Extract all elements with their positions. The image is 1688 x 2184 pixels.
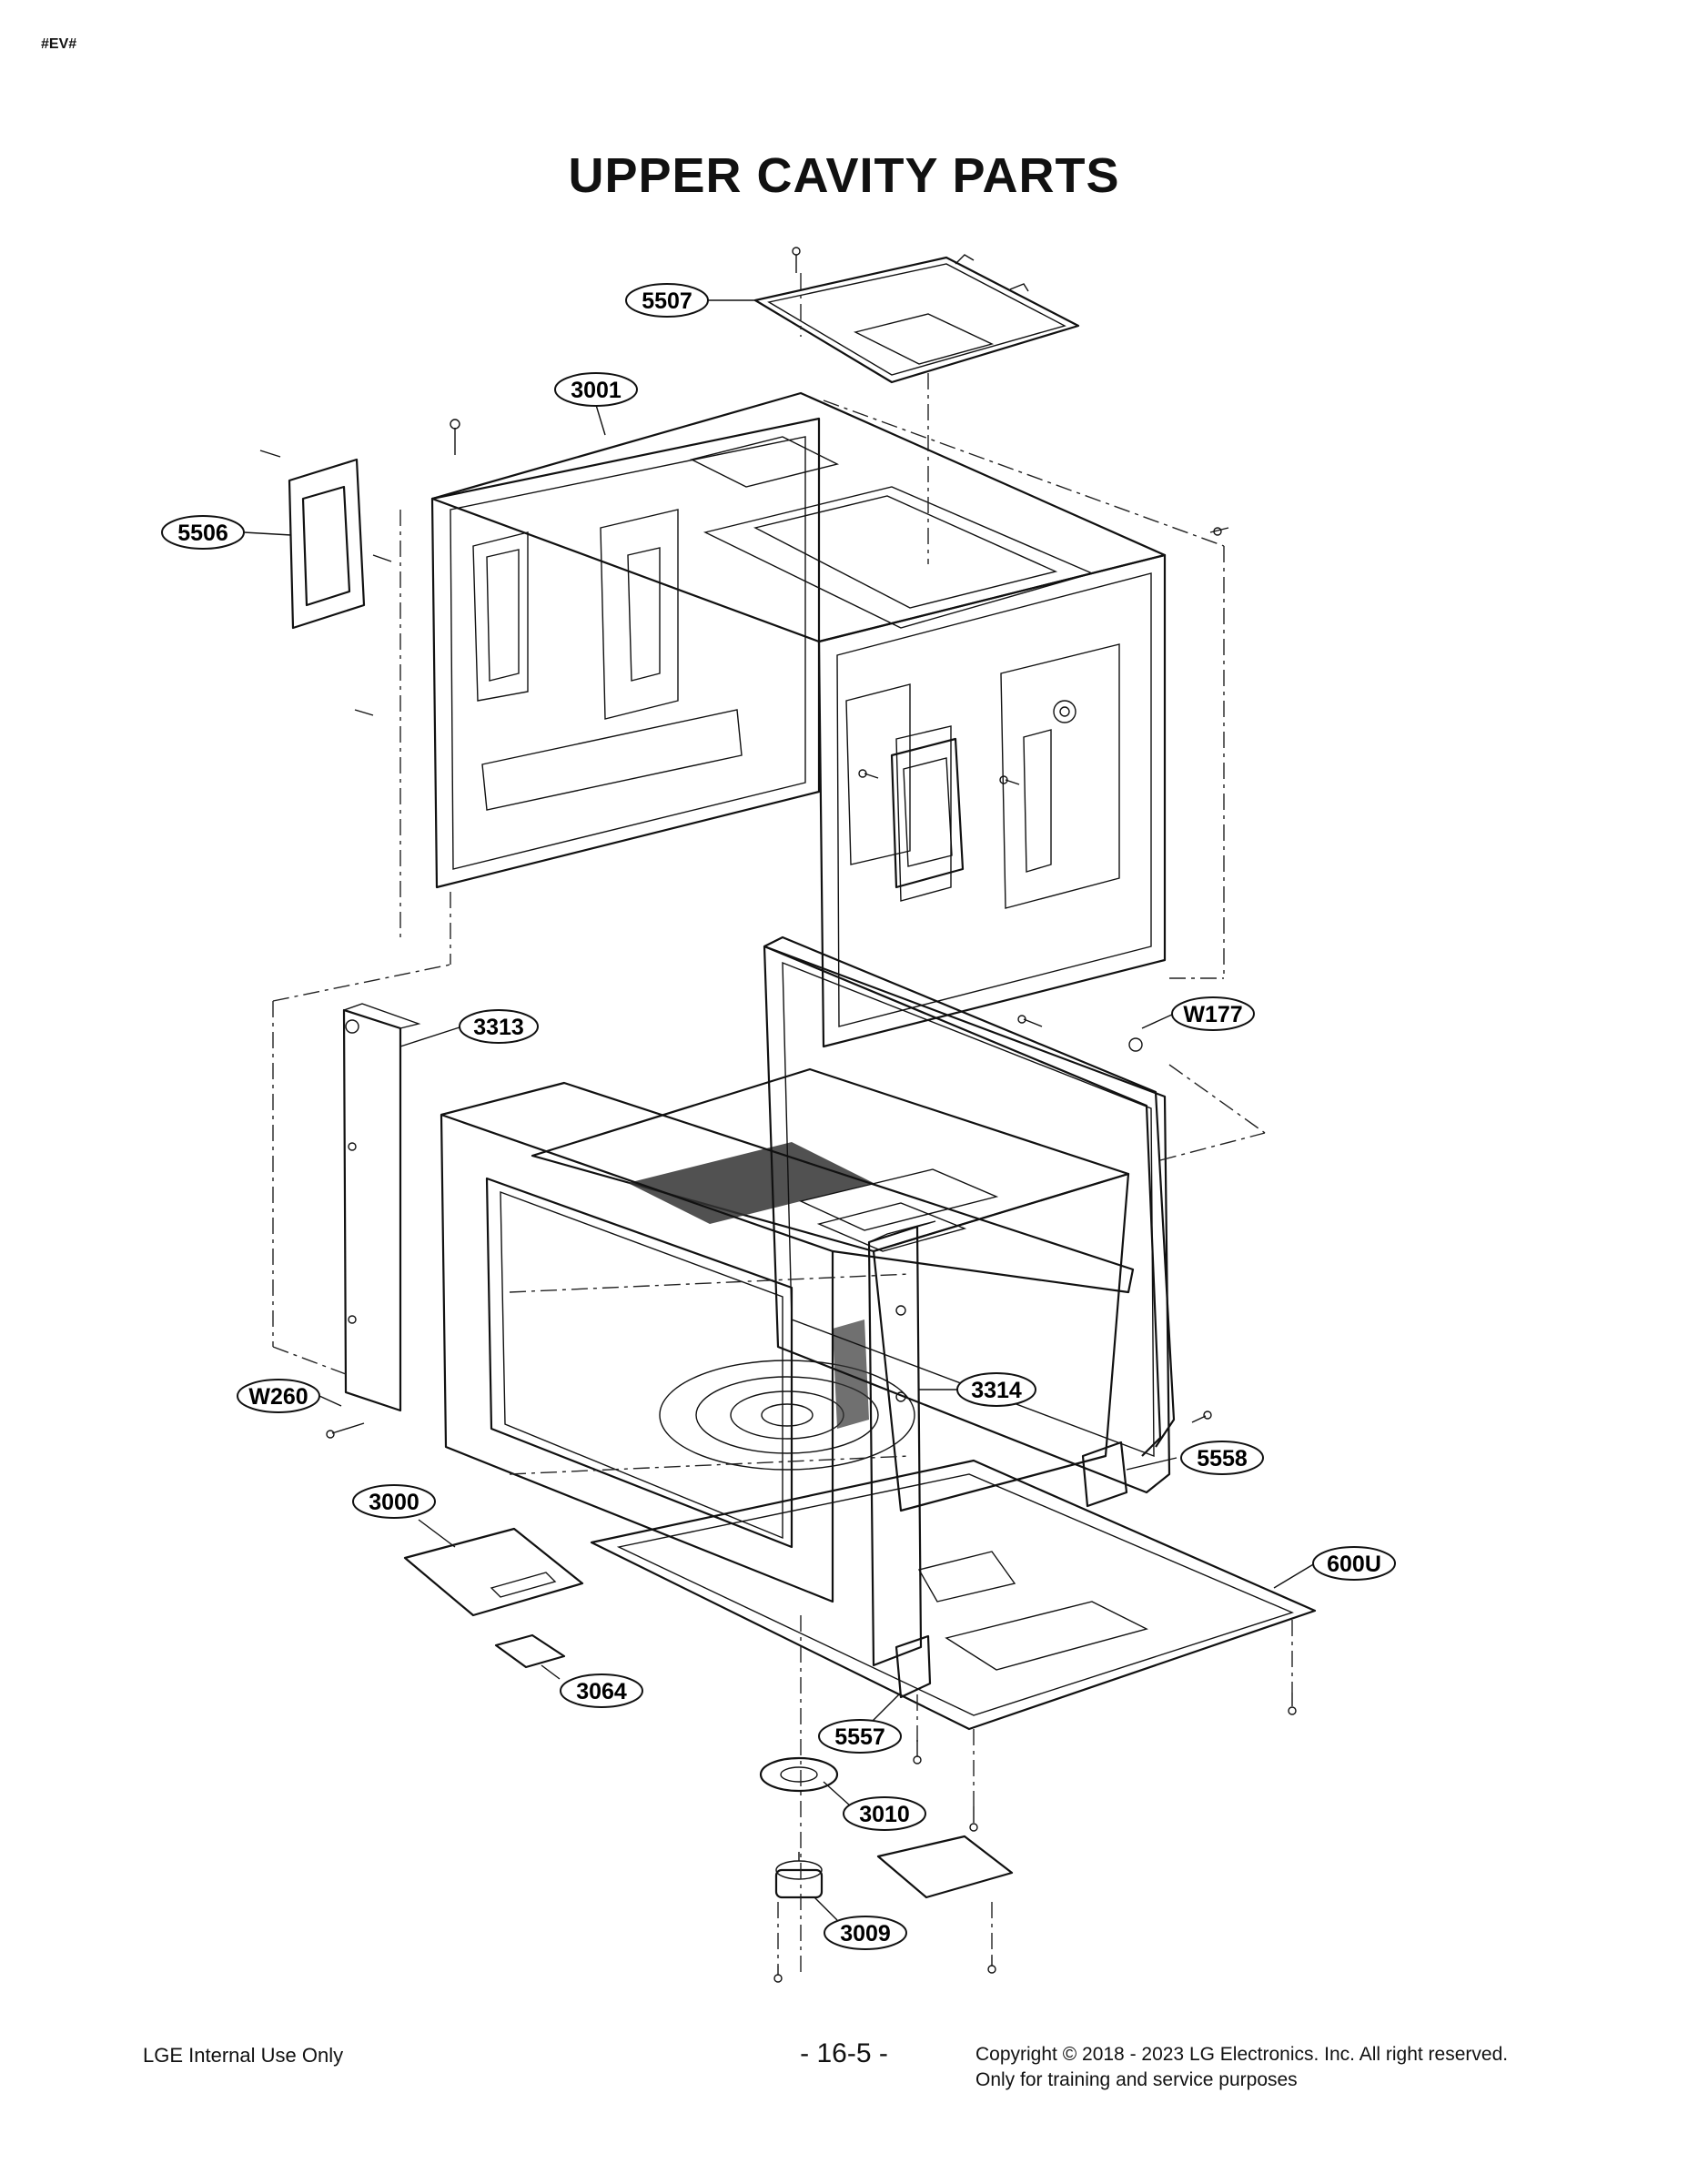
callout-3064: 3064 — [560, 1673, 643, 1708]
svg-text:3314: 3314 — [971, 1378, 1022, 1403]
insulation-sheet — [494, 1633, 566, 1669]
footer-copyright: Copyright © 2018 - 2023 LG Electronics. … — [975, 2042, 1508, 2093]
front-frame — [440, 1081, 1135, 1603]
left-side-bracket — [342, 1003, 421, 1412]
callout-3314: 3314 — [956, 1372, 1036, 1407]
lower-hinge-bracket — [895, 1634, 932, 1699]
callout-W260: W260 — [237, 1379, 320, 1413]
document-tag: #EV# — [41, 36, 77, 52]
oven-cavity — [531, 935, 1176, 1512]
side-gasket — [259, 450, 392, 716]
screw-set — [326, 419, 1297, 1983]
svg-text:5507: 5507 — [642, 288, 692, 314]
footer-internal-use: LGE Internal Use Only — [143, 2044, 344, 2067]
svg-text:W177: W177 — [1183, 1002, 1242, 1027]
training-note: Only for training and service purposes — [975, 2069, 1298, 2090]
right-side-bracket — [867, 1220, 936, 1667]
cavity-wrapper — [430, 391, 1167, 1048]
callout-3313: 3313 — [459, 1009, 539, 1044]
leader-lines — [243, 299, 1316, 1921]
svg-text:5557: 5557 — [834, 1724, 885, 1750]
page-number: - 16-5 - — [800, 2038, 888, 2068]
small-cover — [403, 1527, 584, 1617]
turntable-coupler — [759, 1756, 839, 1793]
rear-frame — [763, 945, 1171, 1494]
svg-text:5506: 5506 — [177, 521, 228, 546]
callout-3010: 3010 — [843, 1796, 926, 1831]
svg-text:W260: W260 — [248, 1384, 308, 1410]
svg-text:3313: 3313 — [473, 1015, 524, 1040]
svg-text:3010: 3010 — [859, 1802, 910, 1827]
right-side-gasket — [890, 737, 965, 889]
copyright-line: Copyright © 2018 - 2023 LG Electronics. … — [975, 2044, 1509, 2065]
callout-3009: 3009 — [824, 1916, 907, 1950]
callout-3000: 3000 — [352, 1484, 436, 1519]
bottom-access-cover — [876, 1835, 1014, 1899]
svg-text:3001: 3001 — [571, 378, 622, 403]
callout-3001: 3001 — [554, 372, 638, 407]
turntable-motor — [774, 1852, 824, 1899]
top-cover-plate — [753, 247, 1080, 384]
svg-text:3000: 3000 — [369, 1490, 419, 1515]
callout-5557: 5557 — [818, 1719, 902, 1754]
callout-W177: W177 — [1171, 996, 1255, 1031]
callout-600U: 600U — [1312, 1546, 1396, 1581]
callout-5506: 5506 — [161, 515, 245, 550]
base-plate — [590, 1459, 1317, 1731]
svg-text:600U: 600U — [1327, 1552, 1381, 1577]
svg-text:3009: 3009 — [840, 1921, 891, 1946]
svg-text:3064: 3064 — [576, 1679, 627, 1704]
page-title: UPPER CAVITY PARTS — [568, 148, 1120, 203]
side-latch-bracket — [1081, 1441, 1128, 1508]
callout-5507: 5507 — [625, 283, 709, 318]
svg-text:5558: 5558 — [1197, 1446, 1248, 1471]
assembly-guide-lines — [272, 273, 1293, 1975]
callout-5558: 5558 — [1180, 1441, 1264, 1475]
